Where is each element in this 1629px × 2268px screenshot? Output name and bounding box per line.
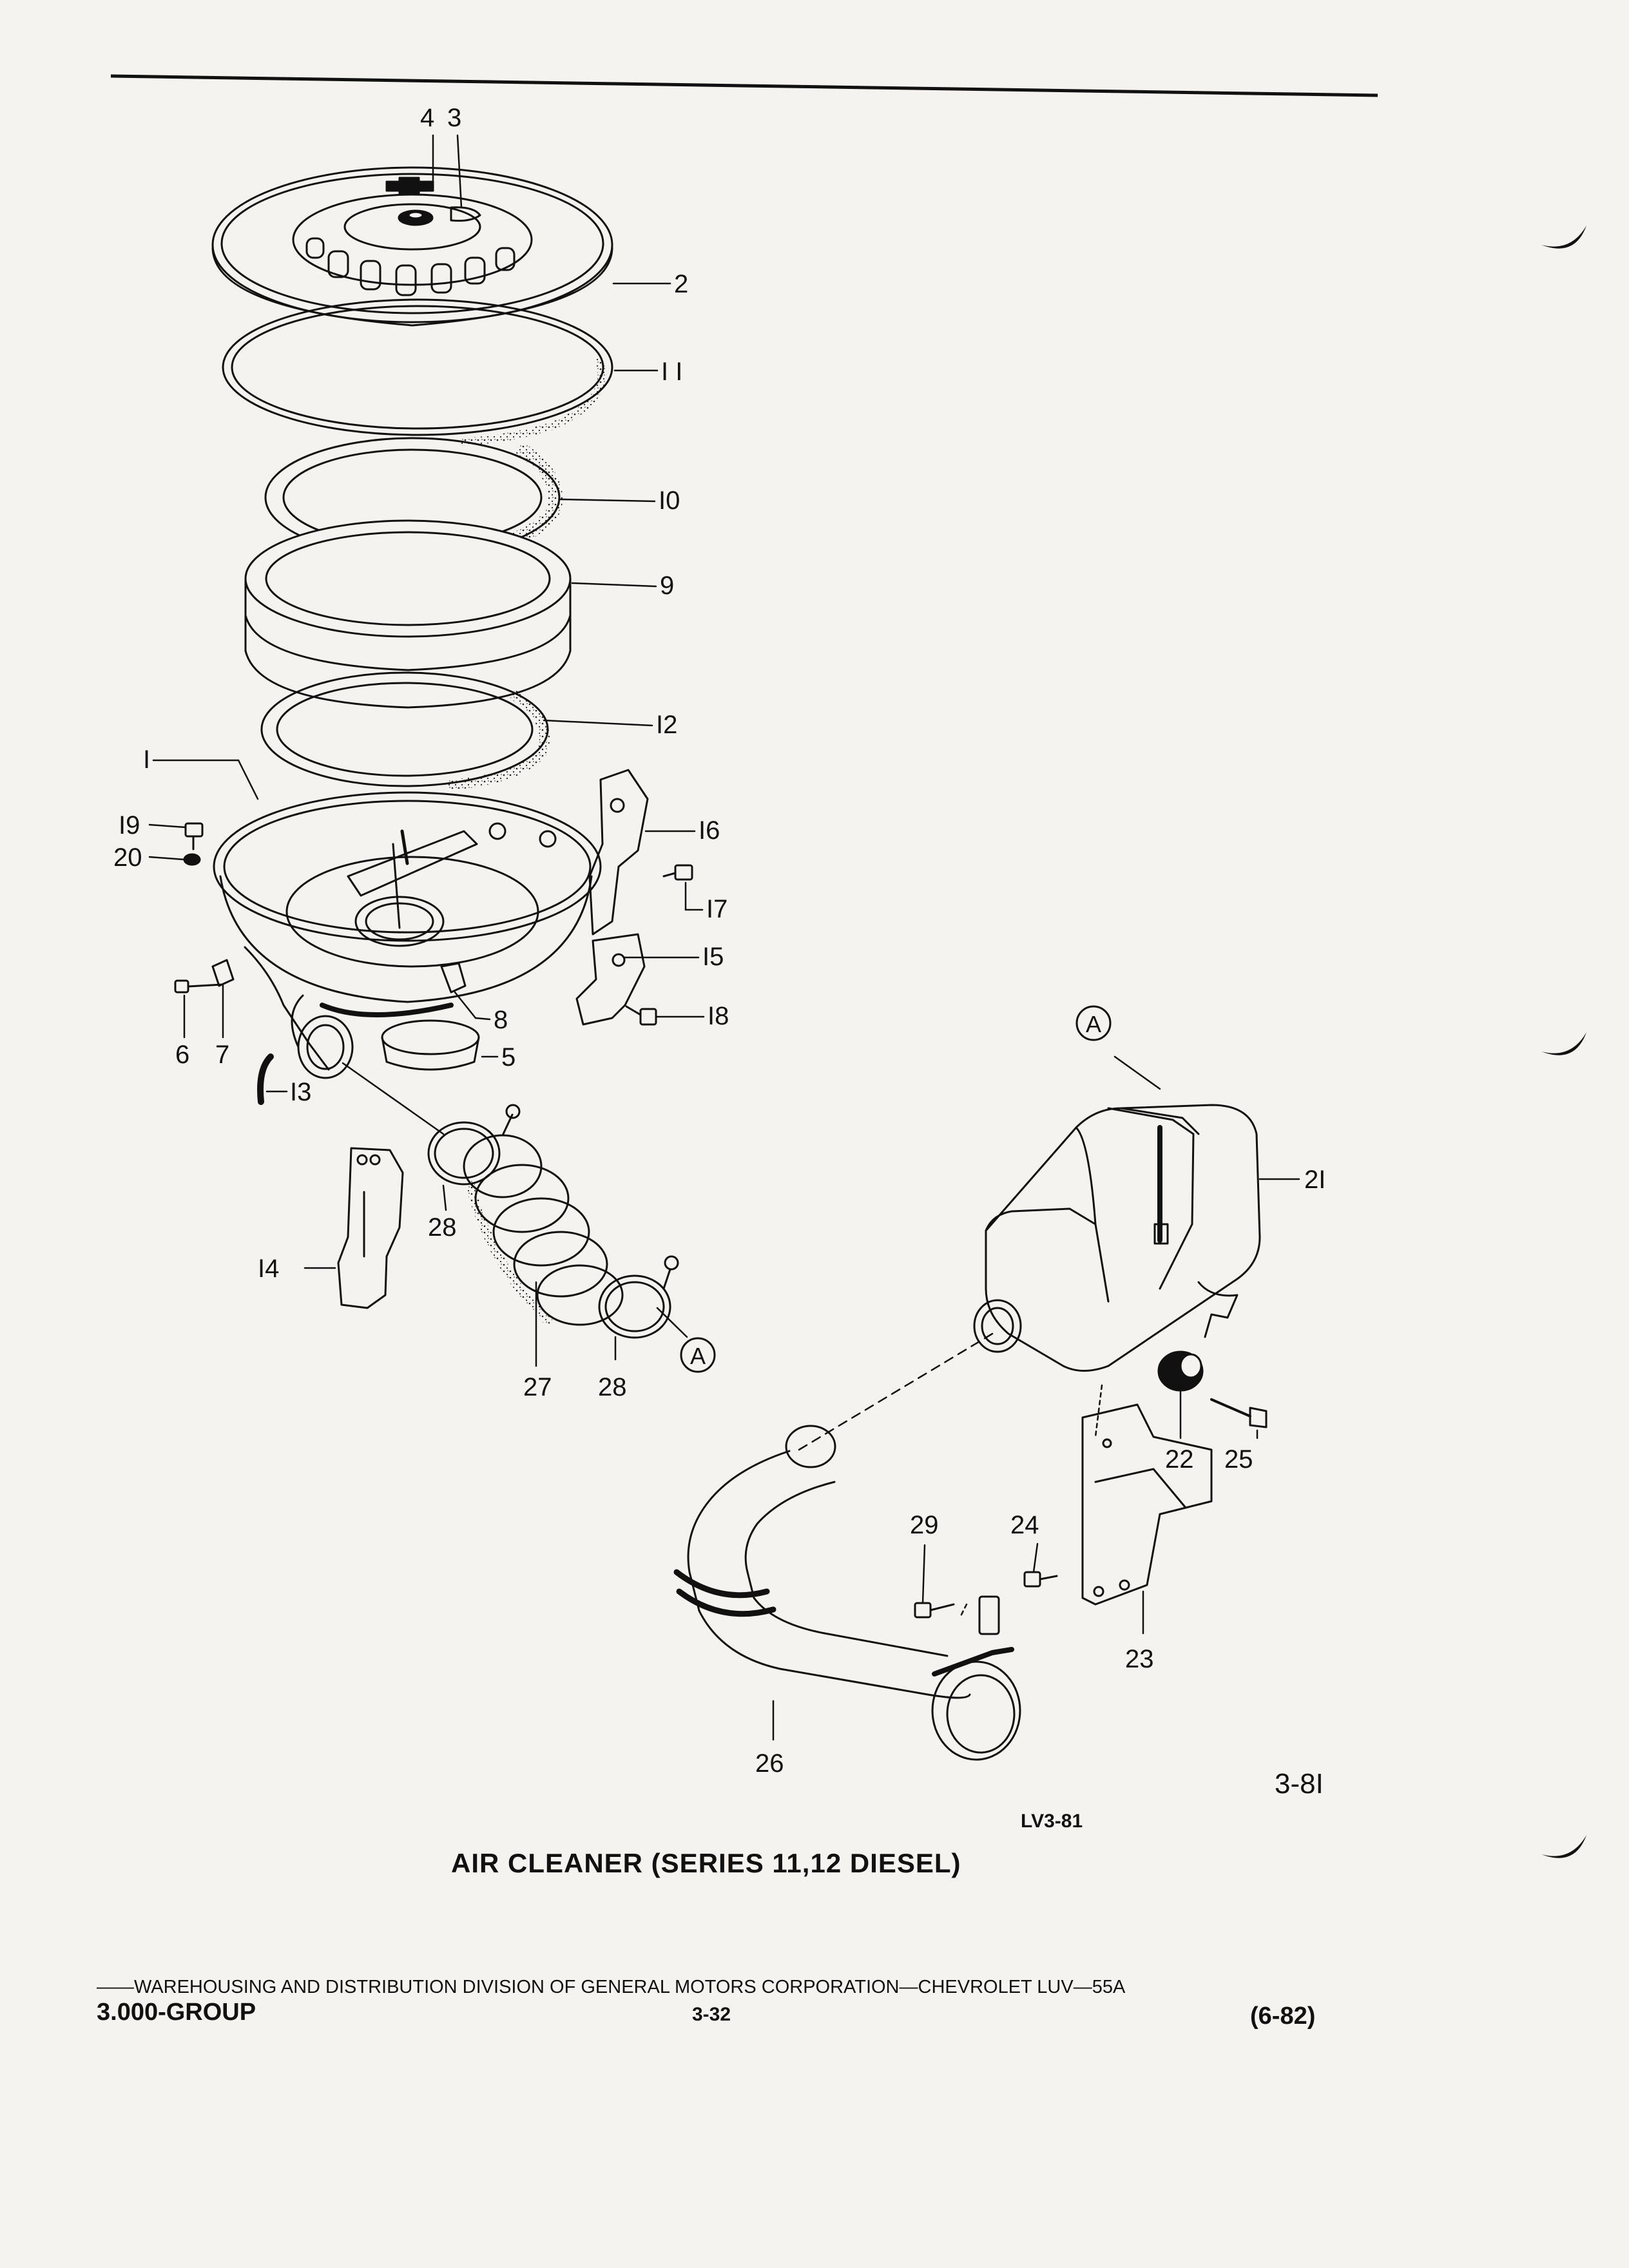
callout-labels: 4 3 2 I I I0 9 I2 I I9 20 I6 I7 I5 I8 8 … bbox=[113, 104, 1325, 1778]
part-clamp-28-upper bbox=[427, 1104, 521, 1186]
part-mount-22 bbox=[1157, 1350, 1204, 1392]
callout-8: 8 bbox=[494, 1006, 508, 1034]
part-bracket-14 bbox=[337, 1147, 404, 1309]
part-elbow-5 bbox=[381, 1019, 480, 1071]
callout-23: 23 bbox=[1125, 1645, 1154, 1673]
figure-number: 3-8I bbox=[1275, 1768, 1324, 1800]
callout-12: I2 bbox=[656, 711, 677, 739]
part-bracket-15 bbox=[575, 933, 646, 1026]
callout-27: 27 bbox=[523, 1373, 552, 1401]
part-hose-13 bbox=[257, 1053, 274, 1105]
part-bolt-24 bbox=[1023, 1571, 1058, 1588]
footer-credit-line: ——WAREHOUSING AND DISTRIBUTION DIVISION … bbox=[97, 1977, 1126, 1997]
part-bolt-18 bbox=[625, 1005, 657, 1026]
part-bracket-16 bbox=[588, 769, 649, 936]
part-clip-7 bbox=[211, 959, 235, 987]
binding-marks bbox=[1541, 226, 1586, 1858]
part-bracket-23 bbox=[1081, 1403, 1213, 1606]
figure-caption: AIR CLEANER (SERIES 11,12 DIESEL) bbox=[451, 1848, 961, 1878]
part-gasket-11 bbox=[222, 298, 613, 446]
callout-20: 20 bbox=[113, 843, 142, 872]
figure-code: LV3-81 bbox=[1021, 1811, 1083, 1832]
leader-lines bbox=[148, 134, 1300, 1741]
callout-17: I7 bbox=[706, 895, 728, 923]
callout-10: I0 bbox=[659, 486, 680, 515]
callout-19: I9 bbox=[119, 811, 140, 840]
callout-22: 22 bbox=[1165, 1445, 1194, 1474]
part-precleaner-21 bbox=[973, 1104, 1261, 1372]
callout-21: 2I bbox=[1304, 1166, 1325, 1194]
part-bolt-29 bbox=[914, 1602, 955, 1619]
part-clamp-28-lower bbox=[598, 1255, 679, 1339]
ref-marker-circle-lower bbox=[680, 1337, 716, 1373]
callout-28-upper: 28 bbox=[428, 1213, 457, 1242]
callout-2: 2 bbox=[674, 270, 688, 298]
part-emblem-4 bbox=[385, 177, 434, 196]
callout-13: I3 bbox=[290, 1078, 311, 1106]
callout-7: 7 bbox=[215, 1041, 229, 1069]
callout-9: 9 bbox=[660, 572, 674, 600]
ref-marker-a-upper: A bbox=[1086, 1011, 1101, 1037]
housing-outlet bbox=[291, 994, 354, 1079]
callout-16: I6 bbox=[699, 816, 720, 845]
part-bolt-19 bbox=[184, 822, 204, 850]
callout-15: I5 bbox=[702, 943, 724, 971]
callout-14: I4 bbox=[258, 1254, 279, 1283]
ref-marker-circle-upper bbox=[1075, 1005, 1112, 1041]
callout-18: I8 bbox=[708, 1002, 729, 1030]
part-bolt-25 bbox=[1210, 1398, 1268, 1428]
footer-group: 3.000-GROUP bbox=[97, 1999, 256, 2026]
callout-1: I bbox=[143, 745, 150, 774]
part-wingnut-3 bbox=[450, 206, 481, 222]
part-housing-1 bbox=[213, 791, 602, 1071]
part-bellows-27 bbox=[463, 1134, 624, 1326]
part-pipe-26 bbox=[673, 1425, 1021, 1761]
cover-vent-slots bbox=[305, 237, 516, 296]
callout-26: 26 bbox=[755, 1749, 784, 1778]
part-bolt-6 bbox=[174, 979, 224, 994]
footer-page-number: 3-32 bbox=[692, 2004, 731, 2025]
callout-5: 5 bbox=[501, 1043, 516, 1072]
callout-11: I I bbox=[661, 358, 682, 386]
callout-3: 3 bbox=[447, 104, 461, 132]
ref-marker-a-lower: A bbox=[690, 1343, 706, 1369]
part-filter-9 bbox=[244, 519, 572, 709]
callout-6: 6 bbox=[175, 1041, 189, 1069]
part-bolt-17 bbox=[662, 864, 693, 881]
part-washer-20 bbox=[183, 853, 201, 866]
part-cover-2 bbox=[211, 166, 613, 327]
header-rule bbox=[110, 74, 1378, 97]
callout-24: 24 bbox=[1010, 1511, 1039, 1539]
callout-4: 4 bbox=[420, 104, 434, 132]
part-clip-8 bbox=[440, 962, 467, 994]
part-seal-12 bbox=[260, 671, 550, 790]
callout-29: 29 bbox=[910, 1511, 939, 1539]
callout-28-lower: 28 bbox=[598, 1373, 627, 1401]
callout-25: 25 bbox=[1224, 1445, 1253, 1474]
footer-date: (6-82) bbox=[1250, 2003, 1316, 2030]
